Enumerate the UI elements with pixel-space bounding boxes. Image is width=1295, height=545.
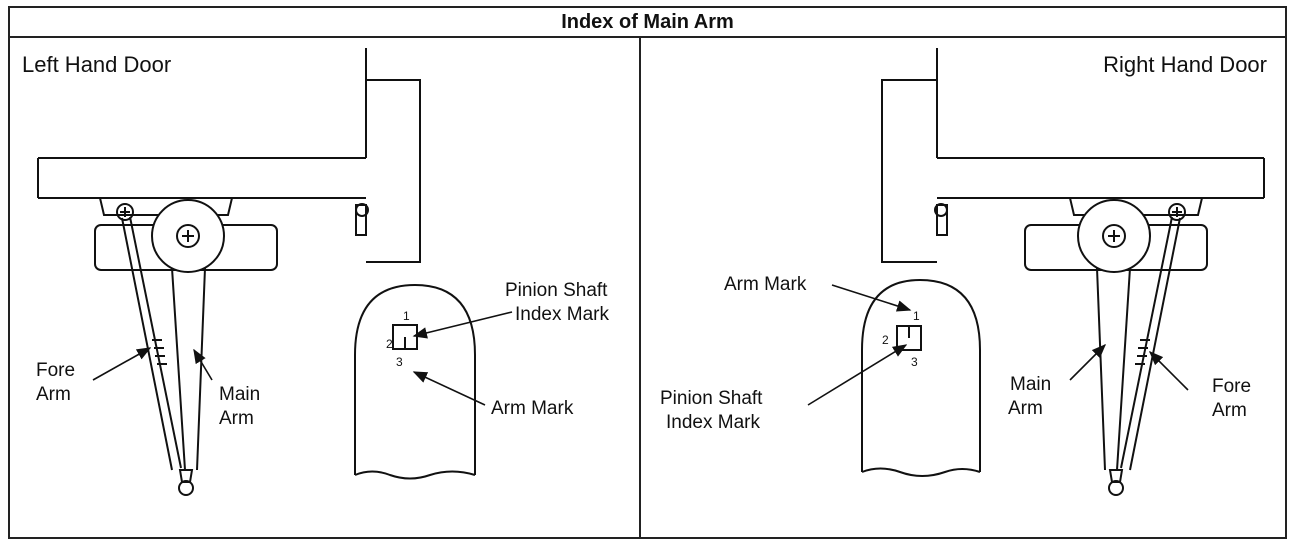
left-fore-arm-label: Fore <box>36 360 75 381</box>
left-door-assembly <box>37 48 421 496</box>
right-index-number-3: 3 <box>911 355 918 369</box>
page-title: Index of Main Arm <box>10 8 1285 38</box>
left-fore-arm-label-2: Arm <box>36 384 71 405</box>
left-panel-title: Left Hand Door <box>22 52 172 77</box>
right-pinion-label: Pinion Shaft <box>660 388 763 409</box>
right-main-arm-label-2: Arm <box>1008 398 1043 419</box>
right-panel-title: Right Hand Door <box>1103 52 1267 77</box>
right-index-inset <box>861 278 981 477</box>
right-arm-mark-label: Arm Mark <box>724 274 807 295</box>
panel-divider <box>639 38 641 537</box>
left-main-arm-label: Main <box>219 384 260 405</box>
right-door-assembly <box>881 48 1265 496</box>
left-index-number-3: 3 <box>396 355 403 369</box>
left-arm-mark-label: Arm Mark <box>491 398 574 419</box>
left-index-number-1: 1 <box>403 309 410 323</box>
left-pinion-label: Pinion Shaft <box>505 280 608 301</box>
right-index-number-2: 2 <box>882 333 889 347</box>
left-index-inset <box>354 283 476 480</box>
right-main-arm-label: Main <box>1010 374 1051 395</box>
left-index-number-2: 2 <box>386 337 393 351</box>
left-callout-arrows <box>92 311 513 406</box>
left-pinion-label-2: Index Mark <box>515 304 609 325</box>
diagram-frame: Index of Main Arm Left Hand Door Right H… <box>8 6 1287 539</box>
right-callout-arrows <box>807 284 1189 406</box>
left-main-arm-label-2: Arm <box>219 408 254 429</box>
right-fore-arm-label-2: Arm <box>1212 400 1247 421</box>
right-fore-arm-label: Fore <box>1212 376 1251 397</box>
right-index-number-1: 1 <box>913 309 920 323</box>
right-pinion-label-2: Index Mark <box>666 412 760 433</box>
